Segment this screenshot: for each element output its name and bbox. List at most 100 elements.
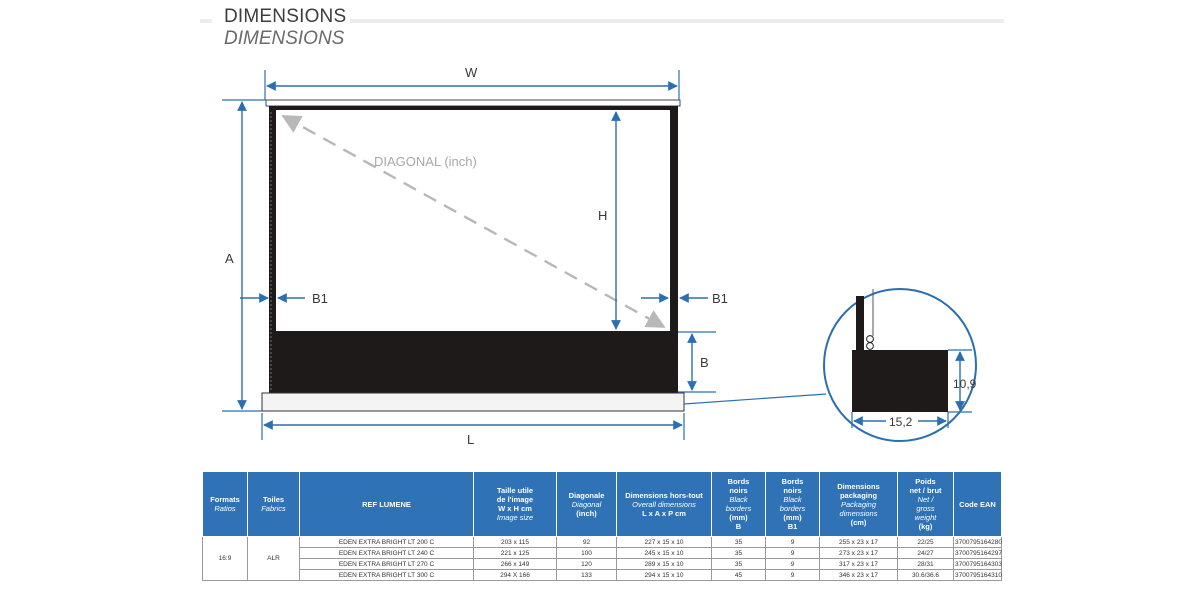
table-cell: 289 x 15 x 10 <box>616 558 712 570</box>
header-text: (mm) <box>783 513 802 522</box>
table-cell: 92 <box>556 536 617 548</box>
section-title: DIMENSIONS <box>224 6 347 27</box>
header-text: (inch) <box>576 508 597 518</box>
base-detail-zoom: 10,9 15,2 <box>823 288 977 442</box>
header-text: Black <box>783 495 802 504</box>
table-cell: EDEN EXTRA BRIGHT LT 240 C <box>299 547 474 559</box>
table-cell: 3700795164297 <box>953 547 1002 559</box>
format-cell: 16:9 <box>202 536 248 581</box>
table-cell: 22/25 <box>897 536 954 548</box>
header-text: Toiles <box>262 495 285 504</box>
w-label: W <box>465 65 478 80</box>
col-header: Code EAN <box>953 471 1002 537</box>
header-text: REF LUMENE <box>362 499 411 509</box>
header-text: Black <box>729 495 748 504</box>
header-text: Net / <box>917 495 934 504</box>
table-cell: 346 x 23 x 17 <box>819 569 898 581</box>
table-cell: 221 x 125 <box>473 547 557 559</box>
table-cell: 227 x 15 x 10 <box>616 536 712 548</box>
table-cell: 9 <box>765 536 820 548</box>
table-cell: 35 <box>711 536 766 548</box>
table-row: EDEN EXTRA BRIGHT LT 300 C 294 X 166 133… <box>203 569 1002 581</box>
header-text: Bords <box>781 477 804 486</box>
header-text: noirs <box>729 486 748 495</box>
table-cell: 100 <box>556 547 617 559</box>
header-text: de l'image <box>496 495 534 504</box>
table-cell: 317 x 23 x 17 <box>819 558 898 570</box>
table-cell: 294 X 166 <box>473 569 557 581</box>
table-cell: EDEN EXTRA BRIGHT LT 200 C <box>299 536 474 548</box>
detail-pulley-top <box>866 335 874 343</box>
col-header: REF LUMENE <box>299 471 474 537</box>
table-cell: 35 <box>711 547 766 559</box>
b1-right-label: B1 <box>712 291 728 306</box>
header-text: Dimensions <box>837 481 880 491</box>
header-text: Overall dimensions <box>632 499 696 509</box>
l-label: L <box>467 432 474 447</box>
diagonal-label: DIAGONAL (inch) <box>374 154 477 169</box>
header-text: Formats <box>210 495 240 504</box>
table-cell: EDEN EXTRA BRIGHT LT 300 C <box>299 569 474 581</box>
header-text: Dimensions hors-tout <box>625 490 703 500</box>
fabric-cell: ALR <box>247 536 300 581</box>
header-text: Bords <box>727 477 750 486</box>
table-cell: 24/27 <box>897 547 954 559</box>
a-label: A <box>225 251 234 266</box>
detail-width-label: 15,2 <box>889 415 913 429</box>
detail-leader <box>683 393 827 405</box>
table-cell: 9 <box>765 547 820 559</box>
h-label: H <box>598 208 607 223</box>
header-text: noirs <box>783 486 802 495</box>
table-cell: 3700795164303 <box>953 558 1002 570</box>
section-subtitle: DIMENSIONS <box>224 28 345 49</box>
table-cell: 266 x 149 <box>473 558 557 570</box>
header-text: B <box>735 522 742 531</box>
header-text: dimensions <box>839 508 878 518</box>
header-text: Fabrics <box>261 504 286 513</box>
header-text: gross <box>916 504 935 513</box>
detail-height-label: 10,9 <box>953 377 977 391</box>
table-row: 16:9 ALR EDEN EXTRA BRIGHT LT 200 C 203 … <box>202 536 1002 581</box>
detail-mast <box>856 296 864 356</box>
table-row: EDEN EXTRA BRIGHT LT 270 C 266 x 149 120… <box>203 558 1002 570</box>
table-cell: 203 x 115 <box>473 536 557 548</box>
diagonal-line <box>281 114 666 329</box>
table-cell: 294 x 15 x 10 <box>616 569 712 581</box>
table-cell: 3700795164310 <box>953 569 1002 581</box>
table-cell: 255 x 23 x 17 <box>819 536 898 548</box>
header-text: Diagonal <box>571 499 602 509</box>
header-rule-left <box>200 19 212 23</box>
header-text: Ratios <box>214 504 236 513</box>
header-text: packaging <box>839 490 878 500</box>
table-cell: 30.6/36.6 <box>897 569 954 581</box>
header-text: Taille utile <box>496 486 534 495</box>
table-cell: 245 x 15 x 10 <box>616 547 712 559</box>
table-row: EDEN EXTRA BRIGHT LT 240 C 221 x 125 100… <box>203 547 1002 559</box>
b1-left-label: B1 <box>312 291 328 306</box>
table-cell: 9 <box>765 569 820 581</box>
header-text: W x H cm <box>498 504 532 513</box>
header-rule-right <box>350 19 1004 23</box>
table-cell: 133 <box>556 569 617 581</box>
b-label: B <box>700 355 709 370</box>
header-text: L x A x P cm <box>642 508 686 518</box>
header-text: Diagonale <box>568 490 605 500</box>
detail-pulley-bottom <box>866 342 874 350</box>
table-cell: 9 <box>765 558 820 570</box>
header-text: Image size <box>496 513 534 522</box>
header-text: (mm) <box>729 513 748 522</box>
table-cell: 45 <box>711 569 766 581</box>
header-text: net / brut <box>909 486 942 495</box>
header-text: borders <box>779 504 806 513</box>
header-text: Poids <box>915 477 936 486</box>
header-text: borders <box>725 504 752 513</box>
section-header: DIMENSIONS DIMENSIONS <box>224 6 346 50</box>
